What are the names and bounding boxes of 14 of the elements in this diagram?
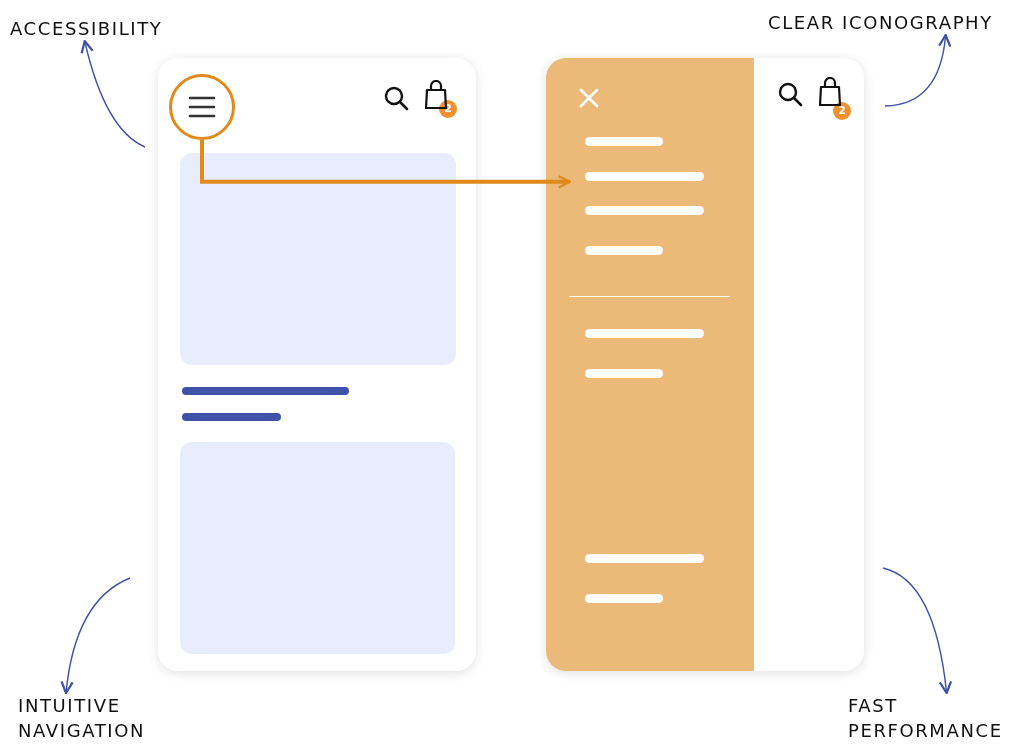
cart-badge: 2 (439, 100, 457, 118)
cart-badge: 2 (833, 102, 851, 120)
curved-arrow (884, 33, 952, 107)
curved-arrow (80, 39, 146, 148)
curved-arrow (60, 577, 131, 695)
feature-label: FAST PERFORMANCE (848, 693, 1018, 743)
feature-label: INTUITIVE NAVIGATION (18, 693, 168, 743)
curved-arrow (882, 567, 952, 695)
menu-panel (546, 58, 754, 671)
feature-label: CLEAR ICONOGRAPHY (768, 10, 993, 35)
phone-screen (546, 58, 864, 671)
phone-screen (158, 58, 476, 671)
feature-label: ACCESSIBILITY (10, 16, 163, 41)
arrow (200, 140, 572, 189)
